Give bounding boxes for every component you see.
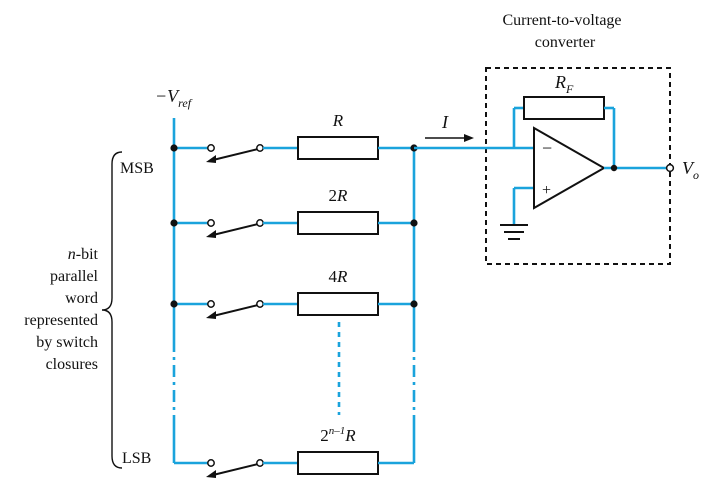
word-brace: [101, 151, 123, 469]
switch-terminal: [207, 300, 215, 308]
junction-dot: [170, 219, 178, 227]
msb-label: MSB: [120, 160, 154, 177]
resistor-r: [297, 136, 379, 160]
switch-terminal: [256, 219, 264, 227]
word-line-5: by switch: [36, 334, 98, 351]
word-line-6: closures: [46, 356, 98, 373]
feedback-resistor-rf: [523, 96, 605, 120]
resistor-2r-label: 2R: [329, 186, 349, 205]
resistor-r-label: R: [332, 111, 344, 130]
lsb-label: LSB: [122, 450, 151, 467]
branch-2: 2R: [174, 186, 414, 238]
switch-arrowhead: [206, 230, 216, 238]
switch-blade: [212, 463, 259, 476]
switch-blade: [212, 304, 259, 317]
resistor-2r: [297, 211, 379, 235]
vref-label: −Vref: [155, 86, 193, 110]
switch-arrowhead: [206, 155, 216, 163]
switch-terminal: [207, 459, 215, 467]
rf-label: RF: [554, 72, 574, 96]
title-line-2: converter: [535, 34, 596, 51]
switch-terminal: [207, 144, 215, 152]
switch-arrowhead: [206, 311, 216, 319]
vo-label: Vo: [682, 158, 699, 182]
word-line-2: parallel: [50, 268, 99, 285]
junction-dot: [410, 219, 418, 227]
resistor-4r-label: 4R: [329, 267, 349, 286]
resistor-2n1r: [297, 451, 379, 475]
resistor-4r: [297, 292, 379, 316]
junction-dot: [170, 300, 178, 308]
ground-icon: [500, 224, 528, 240]
opamp-plus-sign: +: [542, 182, 551, 199]
opamp-minus-sign: −: [542, 138, 552, 158]
word-line-4: represented: [24, 312, 98, 329]
word-line-3: word: [65, 290, 98, 307]
junction-dot: [410, 300, 418, 308]
switch-terminal: [207, 219, 215, 227]
word-line-1: n-bit: [68, 246, 99, 263]
current-arrow-head: [464, 134, 474, 142]
current-label: I: [441, 112, 449, 132]
junction-dot: [170, 144, 178, 152]
branch-3: 4R: [174, 267, 414, 319]
opamp-triangle: [533, 126, 607, 210]
title-line-1: Current-to-voltage: [502, 12, 621, 29]
junction-dot: [610, 164, 618, 172]
word-description: n-bit parallel word represented by switc…: [24, 246, 98, 373]
resistor-2n1r-label: 2n–1R: [320, 425, 356, 445]
switch-terminal: [256, 144, 264, 152]
branch-msb: R: [174, 111, 414, 163]
output-terminal: [665, 163, 675, 173]
switch-blade: [212, 223, 259, 236]
switch-arrowhead: [206, 470, 216, 478]
switch-terminal: [256, 459, 264, 467]
switch-terminal: [256, 300, 264, 308]
switch-blade: [212, 148, 259, 161]
branch-lsb: 2n–1R: [174, 425, 414, 478]
